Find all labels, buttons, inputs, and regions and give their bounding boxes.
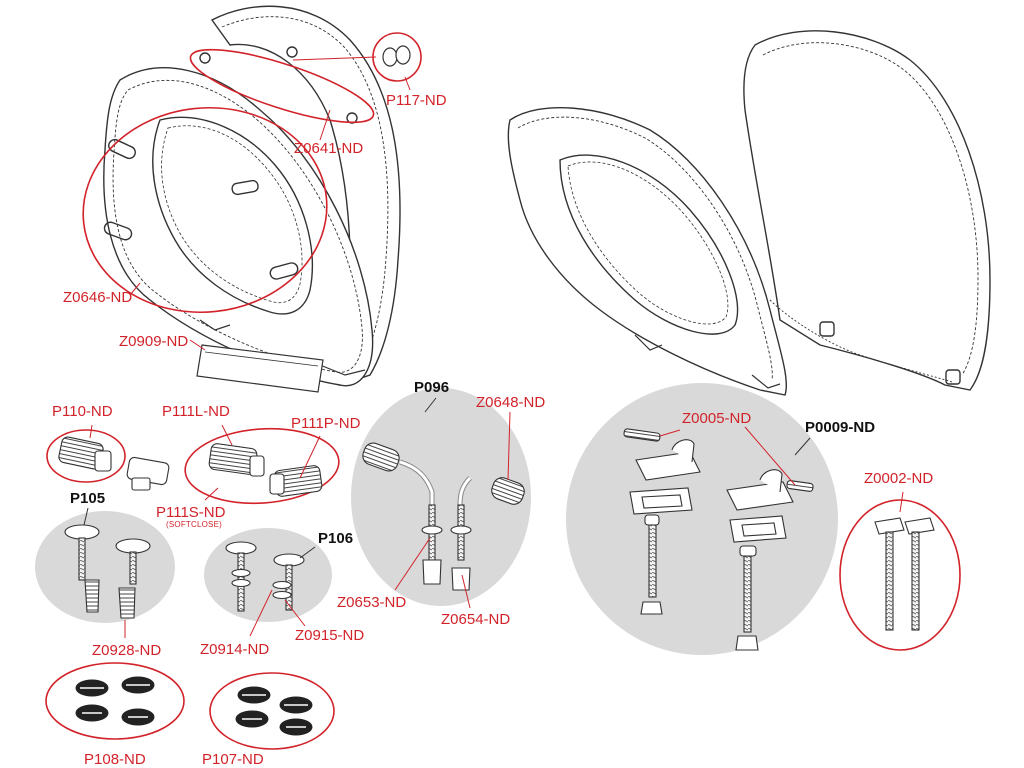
z0002-bolts <box>874 517 935 631</box>
label-z0641: Z0641-ND <box>294 140 364 157</box>
p110-callout <box>46 429 126 483</box>
label-p0009: P0009-ND <box>805 419 876 436</box>
p117-caps <box>382 45 411 67</box>
z0641-callout <box>189 48 375 124</box>
label-z0648: Z0648-ND <box>476 394 546 411</box>
p108-callout <box>45 662 185 740</box>
p110-hinge <box>58 436 170 491</box>
label-z0005: Z0005-ND <box>682 410 752 427</box>
label-p107: P107-ND <box>202 751 264 768</box>
p105-fixing-parts <box>64 524 151 619</box>
p111-callout <box>184 427 340 505</box>
label-softclose: (SOFTCLOSE) <box>166 520 222 529</box>
label-p111s: P111S-ND <box>156 504 226 521</box>
p096-fixing-parts <box>362 442 525 591</box>
label-z0915: Z0915-ND <box>295 627 365 644</box>
label-p117: P117-ND <box>386 92 447 109</box>
right-seat-drawing <box>507 30 991 396</box>
p106-fixing-parts <box>225 541 305 612</box>
z0646-callout <box>82 106 328 314</box>
label-z0928: Z0928-ND <box>92 642 162 659</box>
label-p111p: P111P-ND <box>291 415 361 432</box>
callout-outlines <box>45 32 961 750</box>
p0009-fixing-parts <box>623 428 814 651</box>
label-p096: P096 <box>414 379 450 396</box>
label-z0654: Z0654-ND <box>441 611 511 628</box>
label-p106: P106 <box>318 530 354 547</box>
p111-hinges <box>208 443 323 497</box>
label-p105: P105 <box>70 490 106 507</box>
left-ring-opening <box>152 116 313 315</box>
z0909-cover <box>196 344 324 393</box>
p096-group-bg <box>351 388 531 606</box>
label-z0646: Z0646-ND <box>63 289 133 306</box>
right-lid-outline <box>743 30 991 391</box>
label-p108: P108-ND <box>84 751 146 768</box>
p107-callout <box>209 672 335 750</box>
p105-group-bg <box>35 511 175 623</box>
label-p111l: P111L-ND <box>162 403 230 420</box>
left-seat-drawing <box>103 5 401 387</box>
p107-caps <box>235 686 313 736</box>
label-z0002: Z0002-ND <box>864 470 934 487</box>
label-p110: P110-ND <box>52 403 113 420</box>
p0009-group-bg <box>566 383 838 655</box>
z0002-callout <box>839 499 961 651</box>
p108-caps <box>75 676 155 726</box>
label-z0653: Z0653-ND <box>337 594 407 611</box>
leader-lines <box>83 56 904 638</box>
label-z0914: Z0914-ND <box>200 641 270 658</box>
p106-group-bg <box>204 528 332 622</box>
label-z0909: Z0909-ND <box>119 333 189 350</box>
